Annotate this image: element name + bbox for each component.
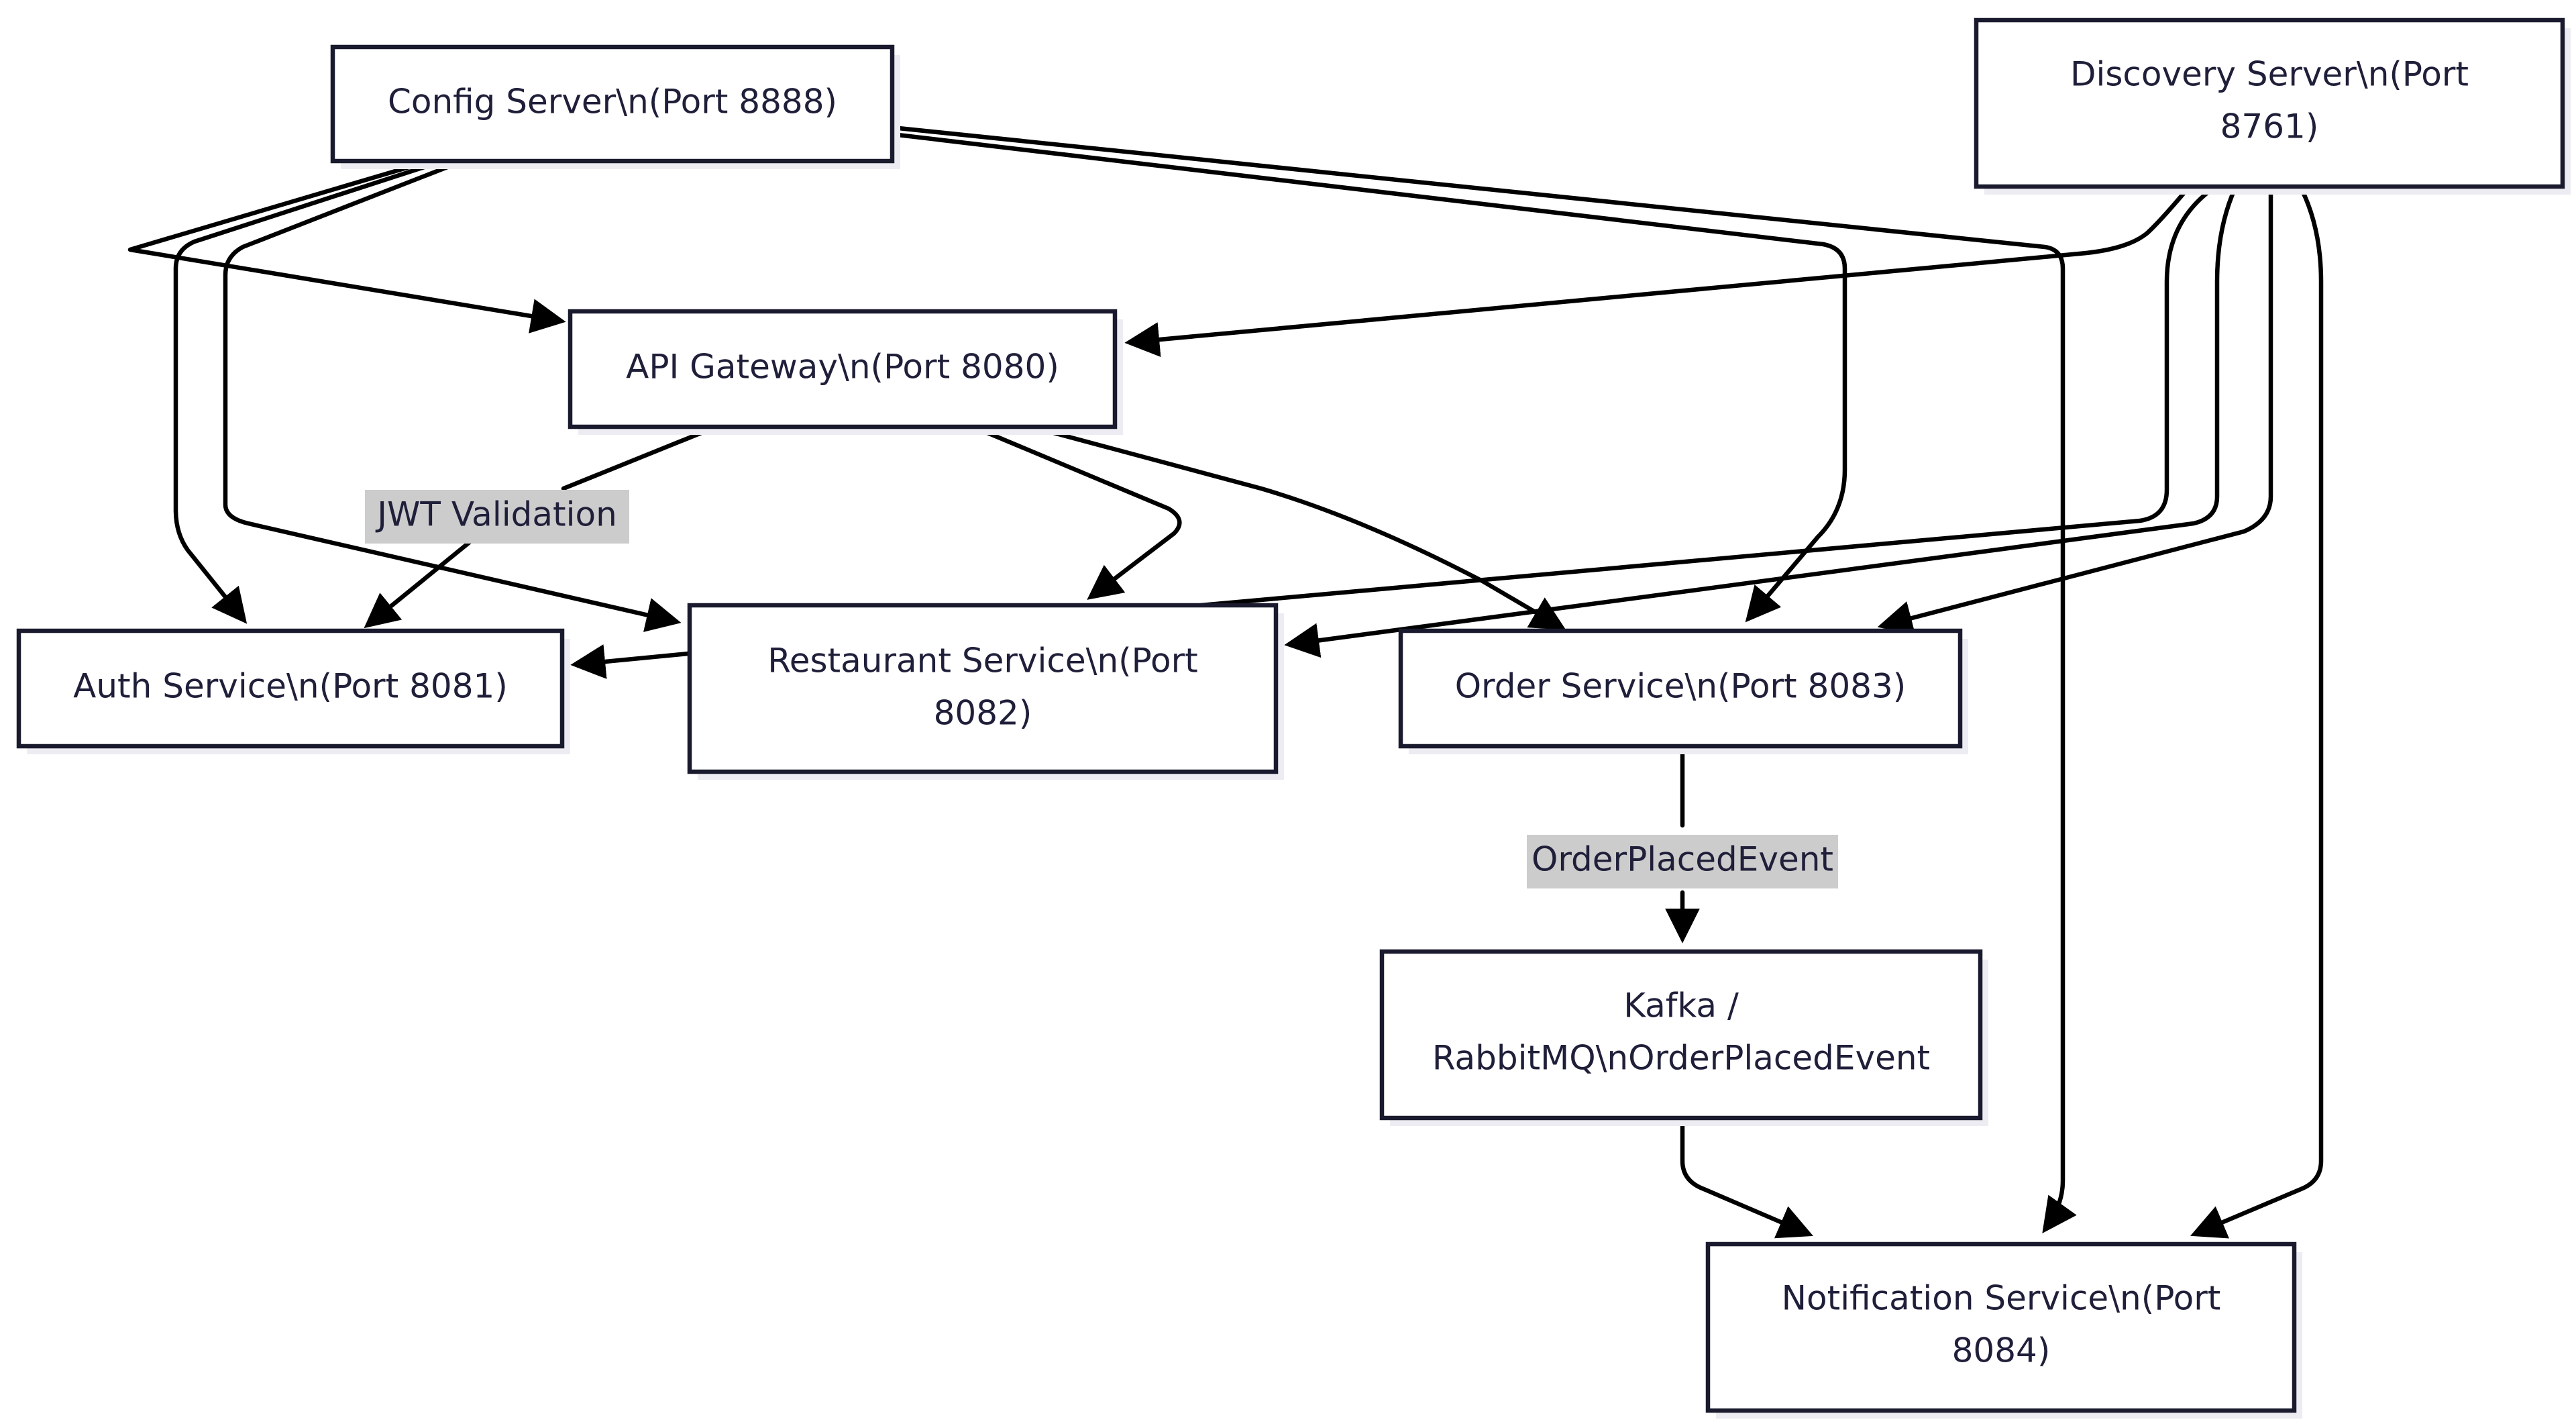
node-restaurant-service-label-line2: 8082) [934,694,1032,733]
edge-gateway-to-restaurant [977,427,1182,600]
edge-discovery-to-gateway [1124,185,2191,357]
node-order-service-label: Order Service\n(Port 8083) [1455,667,1907,706]
edge-label-order-placed-text: OrderPlacedEvent [1532,840,1833,879]
node-kafka-rabbitmq-label-line2: RabbitMQ\nOrderPlacedEvent [1432,1039,1930,1078]
node-restaurant-service-label-line1: Restaurant Service\n(Port [767,642,1198,680]
edge-config-to-auth [173,158,445,624]
node-config-server-label: Config Server\n(Port 8888) [388,83,837,121]
node-api-gateway-label: API Gateway\n(Port 8080) [626,348,1059,387]
edge-broker-to-notification [1680,1118,1813,1239]
edge-discovery-to-restaurant-b [1284,185,2238,658]
edge-label-order-placed: OrderPlacedEvent [1527,835,1838,888]
node-api-gateway[interactable]: API Gateway\n(Port 8080) [568,309,1123,435]
edge-discovery-to-notification [2190,185,2324,1239]
node-notification-service-label-line2: 8084) [1952,1331,2051,1370]
node-config-server[interactable]: Config Server\n(Port 8888) [330,44,900,169]
node-restaurant-service[interactable]: Restaurant Service\n(Port 8082) [687,603,1284,780]
edge-discovery-to-restaurant-a [1198,185,2216,608]
node-discovery-server-label-line1: Discovery Server\n(Port [2070,55,2469,94]
edges [127,125,2324,1239]
node-notification-service-label-line1: Notification Service\n(Port [1782,1279,2221,1318]
node-notification-service[interactable]: Notification Service\n(Port 8084) [1705,1241,2302,1419]
edge-config-to-gateway [127,158,566,334]
edge-gateway-to-order [1038,427,1566,630]
edge-config-to-order [890,132,1847,623]
edge-discovery-to-order [1877,185,2273,635]
node-auth-service-label: Auth Service\n(Port 8081) [73,667,508,706]
edge-restaurant-to-auth [570,644,691,679]
node-kafka-rabbitmq[interactable]: Kafka / RabbitMQ\nOrderPlacedEvent [1379,949,1988,1126]
edge-label-jwt-text: JWT Validation [375,495,617,534]
node-auth-service[interactable]: Auth Service\n(Port 8081) [16,628,570,754]
edge-config-to-restaurant [223,158,682,632]
node-discovery-server[interactable]: Discovery Server\n(Port 8761) [1974,17,2571,195]
edge-config-to-notification [890,125,2077,1233]
edge-gateway-to-auth [369,427,712,624]
node-order-service[interactable]: Order Service\n(Port 8083) [1398,628,1968,754]
edge-label-jwt: JWT Validation [365,490,629,544]
node-kafka-rabbitmq-label-line1: Kafka / [1623,986,1739,1025]
node-discovery-server-label-line2: 8761) [2220,107,2319,146]
